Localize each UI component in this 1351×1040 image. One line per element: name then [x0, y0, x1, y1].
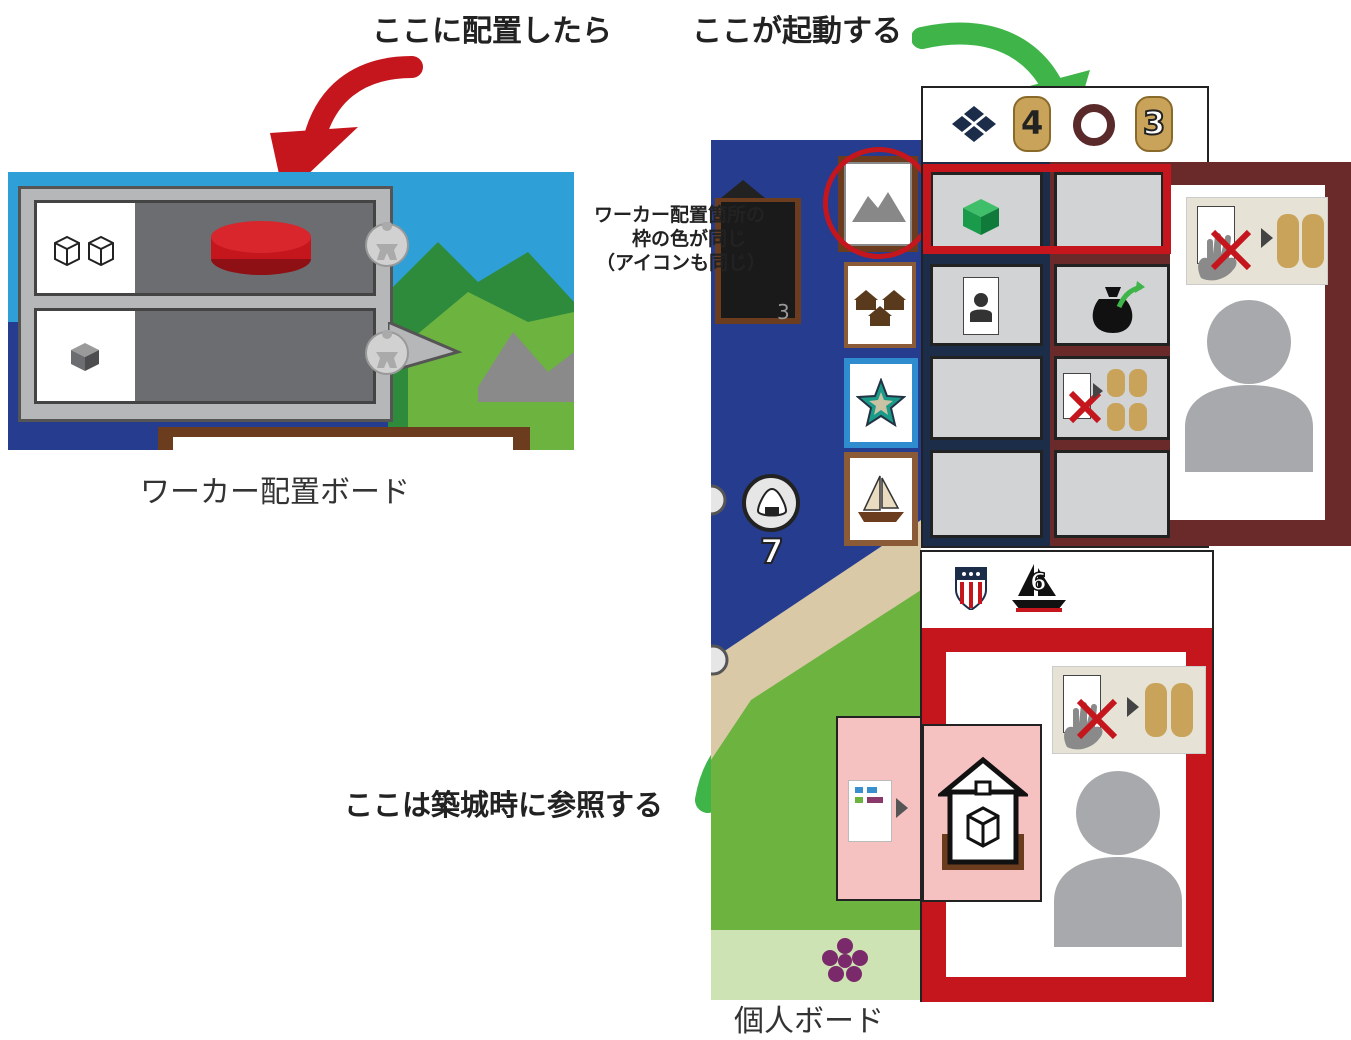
castle-storehouse-icon	[938, 756, 1028, 870]
gold-coin-token	[1013, 96, 1051, 152]
exchange-box-top	[1186, 197, 1328, 285]
action-slot-one-cube[interactable]	[34, 308, 376, 404]
tile-boat	[844, 452, 918, 546]
boat-icon	[858, 475, 904, 522]
worker-board-caption: ワーカー配置ボード	[140, 475, 410, 510]
action-money-bag[interactable]	[1054, 264, 1170, 346]
hand-cross-icon	[1198, 229, 1252, 281]
small-person-icon	[970, 293, 992, 322]
tile-star	[844, 358, 918, 448]
green-cube-icon	[963, 199, 999, 235]
same-color-note-1: ワーカー配置箇所の	[594, 204, 766, 226]
houses-icon	[854, 290, 906, 326]
activated-row-highlight	[923, 164, 1171, 254]
star-icon	[856, 378, 906, 428]
onigiri-token	[742, 474, 800, 532]
ship-icon	[1012, 564, 1066, 612]
coin-token-e	[1107, 403, 1125, 431]
red-worker-disc-icon	[211, 221, 311, 275]
same-color-note-2: 枠の色が同じ	[632, 228, 747, 250]
coin-token-f	[1129, 403, 1147, 431]
activates-here-callout: ここが起動する	[692, 14, 902, 49]
coin-token-d	[1129, 369, 1147, 397]
place-here-callout: ここに配置したら	[372, 14, 612, 49]
person-silhouette-icon-2	[1054, 771, 1182, 947]
person-silhouette-icon	[1185, 300, 1313, 472]
action-empty-1[interactable]	[1054, 172, 1164, 254]
hand-cross-icon-2	[1064, 698, 1118, 750]
grey-cube-icon	[71, 343, 99, 371]
personal-card-header: 6	[922, 552, 1212, 626]
castle-panel-left	[836, 716, 922, 901]
coin-token-g	[1145, 683, 1167, 737]
shield-flag-icon	[955, 567, 987, 610]
worker-board-image	[8, 172, 574, 450]
gold-bag-token	[1135, 96, 1173, 152]
meeple-icon-2	[365, 330, 409, 375]
two-cubes-icon	[54, 235, 114, 267]
same-color-note-3: （アイコンも同じ）	[596, 252, 767, 274]
diamond-crest-icon	[952, 106, 996, 142]
ship-number: 6	[1029, 567, 1047, 597]
exchange-box-bottom	[1052, 666, 1206, 754]
house-count: 3	[777, 300, 790, 324]
action-empty-3[interactable]	[930, 450, 1043, 538]
worker-board-scenery	[8, 242, 574, 450]
onigiri-icon	[756, 487, 788, 517]
card-top-panel	[1170, 185, 1328, 520]
ring-icon	[1073, 104, 1115, 146]
meeple-icon	[365, 222, 409, 267]
action-slot-two-cubes[interactable]	[34, 200, 376, 296]
coin-token-h	[1171, 683, 1193, 737]
action-trade[interactable]	[1054, 356, 1170, 440]
bag-count: 3	[1142, 103, 1166, 143]
coin-token-b	[1302, 214, 1324, 268]
castle-pieces-icon	[855, 787, 883, 803]
tile-houses	[844, 262, 916, 348]
action-empty-2[interactable]	[930, 356, 1043, 440]
card-top-header: 4 3	[923, 88, 1207, 158]
coin-token-c	[1107, 369, 1125, 397]
coin-count-top: 4	[1021, 104, 1044, 142]
castle-panel	[922, 724, 1042, 902]
action-portrait[interactable]	[930, 264, 1043, 346]
same-color-highlight-circle	[823, 147, 935, 259]
onigiri-count: 7	[759, 531, 785, 573]
personal-board-caption: 個人ボード	[734, 1004, 884, 1039]
personal-card-panel	[946, 652, 1206, 977]
coin-token-a	[1277, 214, 1299, 268]
refer-at-castle-callout: ここは築城時に参照する	[344, 788, 664, 822]
action-empty-4[interactable]	[1054, 450, 1170, 538]
money-bag-icon	[1092, 281, 1145, 333]
flower-crest-icon	[822, 938, 868, 982]
